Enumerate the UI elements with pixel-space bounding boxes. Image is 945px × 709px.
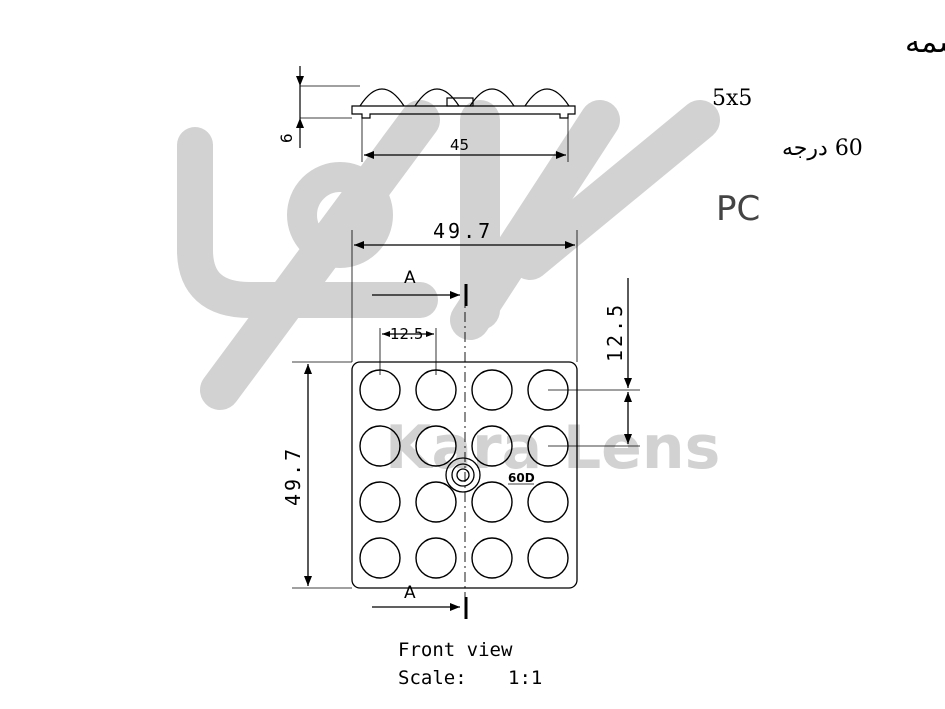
section-label-top: A [404,268,416,288]
product-size: 5x5 [712,86,752,111]
product-material: PC [716,189,760,229]
lens-plate [351,361,578,589]
front-arrows [304,241,632,611]
product-title: لنز مجتمع 16 چشمه [905,25,945,60]
caption-scale-label: Scale: [398,667,467,689]
front-view [292,230,640,619]
lens-grid [359,369,569,579]
dimension-side-height: 6 [277,133,296,143]
side-arrows [296,76,566,159]
lens-cell-r3-c2 [415,481,457,523]
section-label-bottom: A [404,583,416,603]
lens-cell-r4-c3 [471,537,513,579]
center-boss-outer [445,457,481,493]
side-view [299,66,576,162]
caption-view: Front view [398,639,513,661]
lens-cell-r3-c4 [527,481,569,523]
side-dome-2 [414,88,460,107]
center-boss-inner [456,468,470,482]
side-dome-1 [359,88,405,107]
watermark-text: Kara Lens [385,413,720,483]
lens-cell-r1-c1 [359,369,401,411]
watermark-logo [177,100,720,410]
side-dome-4 [524,88,570,107]
lens-cell-r3-c3 [471,481,513,523]
lens-cell-r2-c1 [359,425,401,467]
dimension-pitch-horizontal: 12.5 [390,325,423,343]
lens-cell-r4-c4 [527,537,569,579]
lens-cell-r2-c4 [527,425,569,467]
lens-cell-r1-c3 [471,369,513,411]
side-dome-3 [469,88,515,107]
product-angle: 60 درجه [782,136,863,161]
center-marking: 60D [508,471,535,485]
center-boss-middle [451,463,475,487]
lens-cell-r4-c1 [359,537,401,579]
caption-scale-value: 1:1 [508,667,542,689]
lens-cell-r2-c2 [415,425,457,467]
lens-cell-r3-c1 [359,481,401,523]
lens-cell-r4-c2 [415,537,457,579]
lens-cell-r1-c4 [527,369,569,411]
dimension-overall-height: 49.7 [281,446,305,506]
lens-cell-r2-c3 [471,425,513,467]
dimension-side-pitch-span: 45 [450,136,469,154]
dimension-pitch-vertical: 12.5 [603,302,627,362]
lens-cell-r1-c2 [415,369,457,411]
dimension-overall-width: 49.7 [433,219,493,243]
